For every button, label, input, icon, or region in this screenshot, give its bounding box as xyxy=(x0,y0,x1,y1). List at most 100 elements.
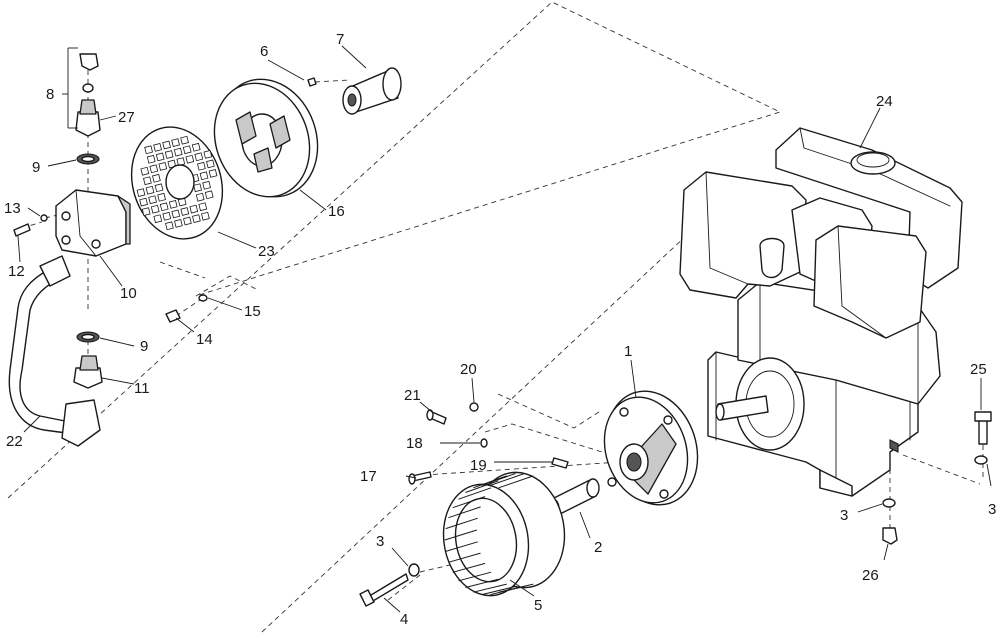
callout-3-blower: 3 xyxy=(376,533,384,550)
hardware-parts-lower xyxy=(359,402,569,607)
adapter-flange-part-1 xyxy=(603,390,699,506)
blower-vane xyxy=(458,487,492,500)
screen-grid-cell xyxy=(201,211,210,221)
callout-9-bottom: 9 xyxy=(140,338,148,355)
callout-13: 13 xyxy=(4,200,21,217)
blower-vane xyxy=(448,506,481,519)
screen-grid-cell xyxy=(141,207,151,216)
callout-5: 5 xyxy=(534,597,542,614)
callout-18: 18 xyxy=(406,435,423,452)
screen-grid-cell xyxy=(185,154,195,164)
screen-grid-cell xyxy=(157,192,166,202)
hardware-14-15 xyxy=(165,294,208,323)
screen-grid-cell xyxy=(154,183,164,193)
hydraulic-pump-part-10 xyxy=(55,189,131,257)
coupling-parts-6-7 xyxy=(307,67,402,115)
screen-grid-cell xyxy=(140,166,150,176)
screen-grid-cell xyxy=(155,152,165,162)
screen-grid-cell xyxy=(149,164,159,174)
blower-vane xyxy=(490,586,525,596)
screen-grid-cell xyxy=(162,140,171,150)
screen-grid-cell xyxy=(148,195,157,205)
callout-12: 12 xyxy=(8,263,25,280)
fitting-parts-8-27 xyxy=(75,53,101,137)
callout-15: 15 xyxy=(244,303,261,320)
screen-grid-cell xyxy=(199,171,209,181)
screen-grid-cell xyxy=(143,176,152,186)
screen-grid-cell xyxy=(136,188,146,197)
screen-gasket-part-23 xyxy=(130,126,224,240)
blower-vane xyxy=(490,473,525,486)
screen-grid-cell xyxy=(194,152,204,162)
blower-vane xyxy=(445,541,478,552)
screen-grid-cell xyxy=(203,150,213,159)
callout-26: 26 xyxy=(862,567,879,584)
callout-22: 22 xyxy=(6,433,23,450)
screen-grid-cell xyxy=(165,221,174,231)
screen-grid-cell xyxy=(164,150,174,159)
blower-vane xyxy=(465,480,499,493)
blower-vane xyxy=(448,552,481,563)
callout-21: 21 xyxy=(404,387,421,404)
screen-grid-cell xyxy=(206,159,215,169)
screen-grid-cell xyxy=(150,204,160,214)
screen-grid-cell xyxy=(180,135,189,145)
screen-grid-cell xyxy=(197,161,206,171)
callout-7: 7 xyxy=(336,31,344,48)
screen-grid-cell xyxy=(189,204,199,214)
callout-2: 2 xyxy=(594,539,602,556)
callout-3-bottom: 3 xyxy=(840,507,848,524)
callout-9-top: 9 xyxy=(32,159,40,176)
screen-grid-cell xyxy=(153,143,162,152)
leader-lines xyxy=(17,45,992,613)
screen-grid-cell xyxy=(139,197,148,207)
blower-vane xyxy=(445,517,478,530)
screen-grid-cell xyxy=(152,173,161,183)
callout-23: 23 xyxy=(258,243,275,260)
mounting-flange-part-16 xyxy=(213,78,319,198)
screen-grid-cell xyxy=(144,145,153,155)
screen-grid-cell xyxy=(159,202,169,212)
callout-24: 24 xyxy=(876,93,893,110)
screen-grid-cell xyxy=(171,138,180,147)
blower-vane xyxy=(452,562,486,573)
screen-grid-cell xyxy=(183,216,192,226)
assembly-phantom-lines xyxy=(7,1,984,633)
callout-17: 17 xyxy=(360,468,377,485)
hydraulic-hose-part-22 xyxy=(8,255,101,447)
callout-4: 4 xyxy=(400,611,408,628)
screen-grid-cell xyxy=(198,202,208,212)
screen-grid-cell xyxy=(193,183,202,193)
blower-vane xyxy=(465,578,499,588)
screen-grid-cell xyxy=(153,214,163,224)
fitting-part-11 xyxy=(73,355,103,389)
callout-3-right: 3 xyxy=(988,501,996,518)
screen-grid-cell xyxy=(192,214,201,223)
screen-grid-cell xyxy=(176,157,186,166)
callout-10: 10 xyxy=(120,285,137,302)
blower-vane xyxy=(481,473,516,486)
screen-grid-cell xyxy=(171,209,181,219)
screen-grid-cell xyxy=(158,162,168,171)
blower-vane xyxy=(473,475,507,489)
callout-6: 6 xyxy=(260,43,268,60)
screen-grid-cell xyxy=(168,200,178,209)
screen-grid-cell xyxy=(162,211,172,221)
screen-grid-cell xyxy=(173,147,183,157)
blower-vane xyxy=(444,529,478,541)
callout-25: 25 xyxy=(970,361,987,378)
washers-part-9 xyxy=(76,153,100,343)
blower-vanes xyxy=(444,473,534,596)
screen-grid-cell xyxy=(146,154,156,164)
blower-vane xyxy=(473,583,507,593)
screen-grid-cell xyxy=(180,207,190,216)
blower-wheel-part-5 xyxy=(442,471,566,597)
blower-vane xyxy=(458,571,492,582)
screen-grid-cell xyxy=(182,145,192,155)
screen-grid-cell xyxy=(191,142,201,152)
screen-grid-cell xyxy=(195,192,205,202)
screen-grid-cell xyxy=(145,185,155,195)
screen-grid-cell xyxy=(174,219,183,228)
blower-vane xyxy=(498,475,534,489)
